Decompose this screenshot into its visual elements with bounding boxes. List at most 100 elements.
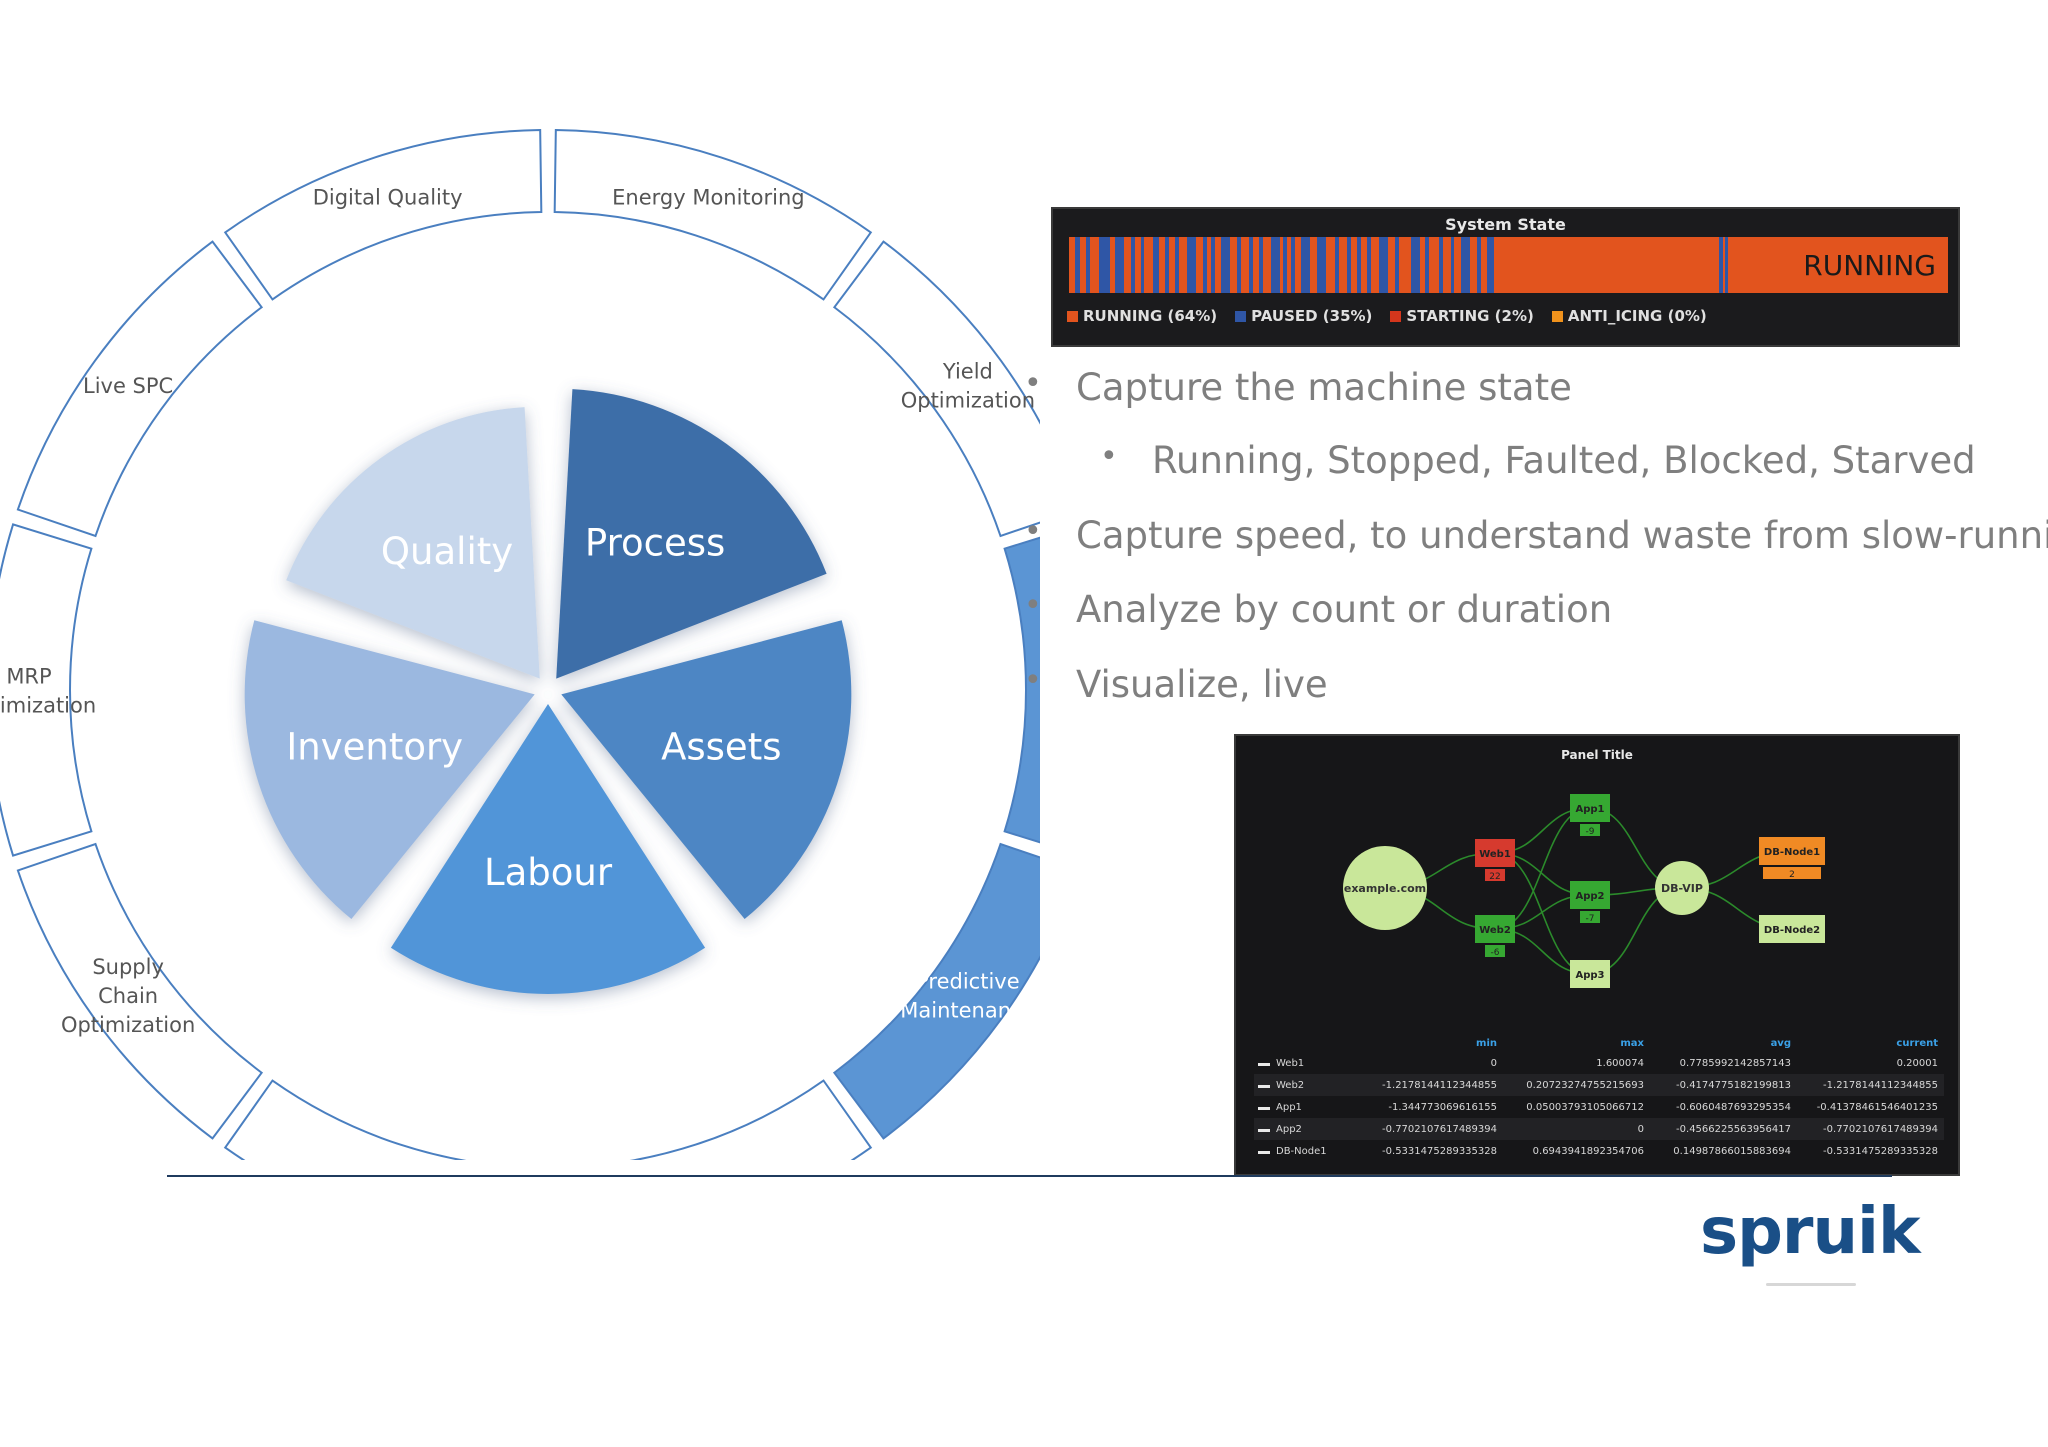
graph-edge	[1494, 852, 1591, 975]
node-value: 2	[1789, 870, 1795, 880]
node-shape	[1475, 839, 1515, 867]
paused-stripe	[1099, 237, 1110, 293]
paused-stripe	[1451, 237, 1454, 293]
paused-stripe	[1347, 237, 1351, 293]
paused-stripe	[1249, 237, 1253, 293]
ring-label: Maintenance	[900, 999, 1035, 1023]
core-label-inventory: Inventory	[286, 725, 463, 768]
paused-stripe	[1477, 237, 1481, 293]
paused-stripe	[1211, 237, 1215, 293]
paused-stripe	[1425, 237, 1429, 293]
bullet-dot: •	[1024, 588, 1042, 623]
core-segment-assets	[561, 620, 852, 920]
graph-node-dbvip: DB-VIP	[1655, 861, 1709, 915]
ring-segment-digital-quality	[223, 129, 543, 301]
ring-label: Chain	[98, 984, 158, 1008]
ring-label: Optimization	[61, 1013, 195, 1037]
system-state-panel: System State RUNNING RUNNING (64%)PAUSED…	[1051, 207, 1960, 347]
column-header-avg: avg	[1770, 1037, 1791, 1049]
legend-swatch	[1390, 310, 1402, 322]
node-shape	[1759, 915, 1825, 943]
graph-edge	[1494, 807, 1591, 930]
series-name: Web2	[1276, 1079, 1305, 1091]
ring-label: Predictive	[916, 970, 1020, 994]
series-color-icon	[1258, 1128, 1270, 1132]
series-toggle[interactable]	[1254, 1124, 1276, 1135]
graph-node-app2: App2-7	[1570, 881, 1610, 924]
paused-stripe	[1461, 237, 1470, 293]
paused-stripe	[1187, 237, 1196, 293]
table-row: DB-Node1 -0.5331475289335328 0.69439418923…	[1254, 1140, 1944, 1162]
ring-segment-real-time-data	[1003, 536, 1040, 844]
cell-value: 0.20001	[1896, 1057, 1938, 1069]
node-graph: example.comWeb122Web2-6App1-9App2-7App3D…	[1343, 794, 1825, 988]
series-name: App2	[1276, 1123, 1302, 1135]
core-segment-quality	[286, 407, 540, 679]
series-name: DB-Node1	[1276, 1145, 1327, 1157]
legend-swatch	[1235, 310, 1247, 322]
cell-value: 0	[1490, 1057, 1497, 1069]
ring-segment-mobility	[629, 1079, 873, 1160]
bullet-item: •Visualize, live	[1024, 663, 1328, 706]
node-label: DB-Node1	[1764, 847, 1820, 858]
paused-stripe	[1175, 237, 1179, 293]
node-shape	[1570, 960, 1610, 988]
cell-value: -0.7702107617489394	[1823, 1123, 1938, 1135]
paused-stripe	[1379, 237, 1388, 293]
cell-value: -0.6060487693295354	[1676, 1101, 1791, 1113]
legend-swatch	[1551, 310, 1563, 322]
paused-stripe	[1411, 237, 1420, 293]
series-name: App1	[1276, 1101, 1302, 1113]
bullet-text: Running, Stopped, Faulted, Blocked, Star…	[1152, 439, 1976, 482]
node-label: App2	[1575, 891, 1604, 902]
cell-value: -1.344773069616155	[1388, 1101, 1497, 1113]
paused-stripe	[1115, 237, 1124, 293]
node-value-box	[1580, 824, 1600, 836]
series-toggle[interactable]	[1254, 1102, 1276, 1113]
node-shape	[1475, 915, 1515, 943]
bullet-dot: •	[1100, 439, 1118, 474]
core-label-process: Process	[585, 522, 725, 565]
cell-value: 0.14987866015883694	[1673, 1145, 1791, 1157]
ring-segment-live-spc	[16, 240, 264, 538]
node-label: App1	[1575, 804, 1604, 815]
series-toggle[interactable]	[1254, 1080, 1276, 1091]
series-color-icon	[1258, 1106, 1270, 1110]
ring-segment-predictive-maintenance	[832, 842, 1040, 1140]
cell-value: -0.5331475289335328	[1382, 1145, 1497, 1157]
ring-label: Yield	[942, 359, 993, 383]
cell-value: 0.6943941892354706	[1532, 1145, 1644, 1157]
node-value-box	[1763, 867, 1821, 879]
cell-value: -0.41378461546401235	[1816, 1101, 1938, 1113]
node-shape	[1343, 846, 1427, 930]
paused-stripe	[1203, 237, 1207, 293]
node-value: 22	[1489, 872, 1500, 882]
system-state-title: System State	[1445, 215, 1566, 234]
series-toggle[interactable]	[1254, 1058, 1276, 1069]
graph-node-app1: App1-9	[1570, 794, 1610, 837]
node-shape	[1759, 837, 1825, 865]
spruik-logo: spruik	[1700, 1195, 1921, 1269]
node-value-box	[1485, 945, 1505, 957]
series-toggle[interactable]	[1254, 1146, 1276, 1157]
paused-stripe	[1301, 237, 1310, 293]
ring-label: Optimization	[0, 694, 96, 718]
ring-segment-supply-chain-optimization	[16, 842, 264, 1140]
paused-stripe	[1367, 237, 1371, 293]
ring-label: Live SPC	[83, 374, 173, 398]
node-label: DB-VIP	[1661, 882, 1703, 895]
series-name: Web1	[1276, 1057, 1305, 1069]
paused-stripe	[1075, 237, 1080, 293]
cell-value: 1.600074	[1596, 1057, 1644, 1069]
ring-segment-yield-optimization	[832, 240, 1040, 538]
footer-rule	[167, 1175, 1892, 1177]
column-header-current: current	[1896, 1037, 1938, 1049]
state-legend: RUNNING (64%)PAUSED (35%)STARTING (2%)AN…	[1067, 307, 1707, 325]
